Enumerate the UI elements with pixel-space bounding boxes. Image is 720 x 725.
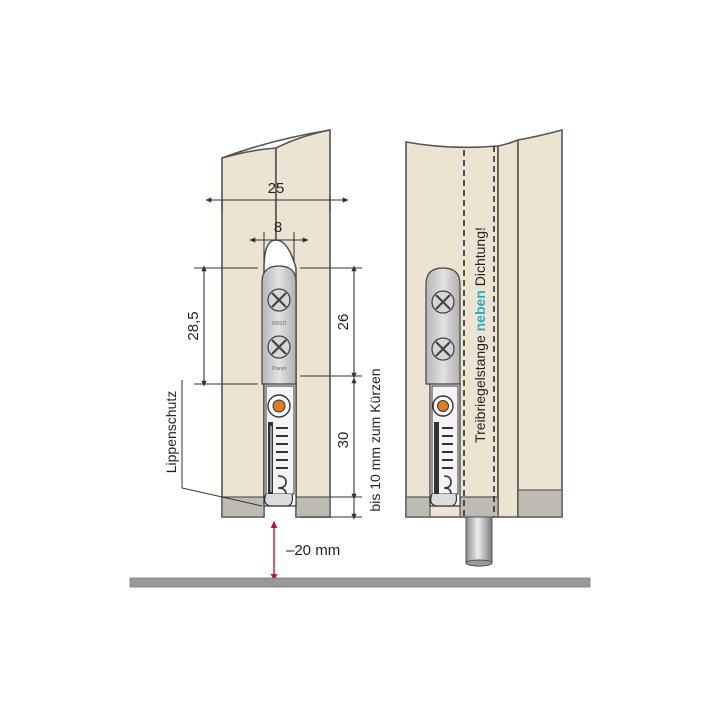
dimension-height-lower: 30 xyxy=(300,377,362,520)
dimension-height-upper-right: 26 xyxy=(300,265,362,379)
height-lower-label: 30 xyxy=(335,432,352,449)
right-door: Treibriegelstange neben Dichtung! xyxy=(405,128,563,567)
shorten-note: bis 10 mm zum Kürzen xyxy=(367,368,383,511)
height-upper-left-label: 28,5 xyxy=(185,311,202,340)
width-inner-label: 8 xyxy=(274,219,282,236)
roller-icon xyxy=(432,395,454,417)
rod-note-post: Dichtung! xyxy=(472,227,488,290)
cross-screw-icon xyxy=(431,290,455,314)
left-seal-lip xyxy=(264,493,294,507)
rod-note: Treibriegelstange neben Dichtung! xyxy=(472,227,488,443)
gap-label: –20 mm xyxy=(286,542,340,559)
roller-icon xyxy=(267,394,291,418)
left-seal-mechanism xyxy=(264,385,295,507)
left-door-bottom-strip-left xyxy=(221,496,265,518)
lip-protection-label: Lippenschutz xyxy=(163,391,179,474)
right-door-frame xyxy=(517,128,563,518)
right-door-bottom-strip-right xyxy=(517,489,563,518)
espagnolette-rod-tip xyxy=(465,516,493,564)
right-mounting-plate xyxy=(425,267,461,385)
dimension-height-upper-left: 28,5 xyxy=(185,265,258,387)
height-upper-right-label: 26 xyxy=(335,314,352,331)
plate-mark-top: ORSO xyxy=(272,321,287,327)
dimension-width-total: 25 xyxy=(205,180,349,212)
cross-screw-icon xyxy=(431,337,455,361)
right-door-stile xyxy=(497,138,519,518)
dimension-width-inner: 8 xyxy=(249,219,309,262)
floor xyxy=(129,577,591,588)
width-total-label: 25 xyxy=(268,180,285,197)
plate-mark-bottom: Planet xyxy=(272,366,287,372)
rod-note-emph: neben xyxy=(472,290,488,331)
right-door-bottom-strip-mid xyxy=(459,496,499,518)
left-door-top-edge xyxy=(221,129,331,159)
right-seal-lip xyxy=(430,493,458,507)
cross-screw-icon xyxy=(267,288,291,312)
espagnolette-rod xyxy=(463,146,495,567)
cross-screw-icon xyxy=(267,335,291,359)
gap-dimension: –20 mm xyxy=(270,520,340,582)
rod-note-pre: Treibriegelstange xyxy=(472,331,488,443)
lip-protection-callout: Lippenschutz xyxy=(163,380,263,507)
right-door-bottom-strip-left xyxy=(405,496,431,518)
left-door-bottom-strip-right xyxy=(295,496,331,518)
right-seal-mechanism xyxy=(430,385,459,507)
